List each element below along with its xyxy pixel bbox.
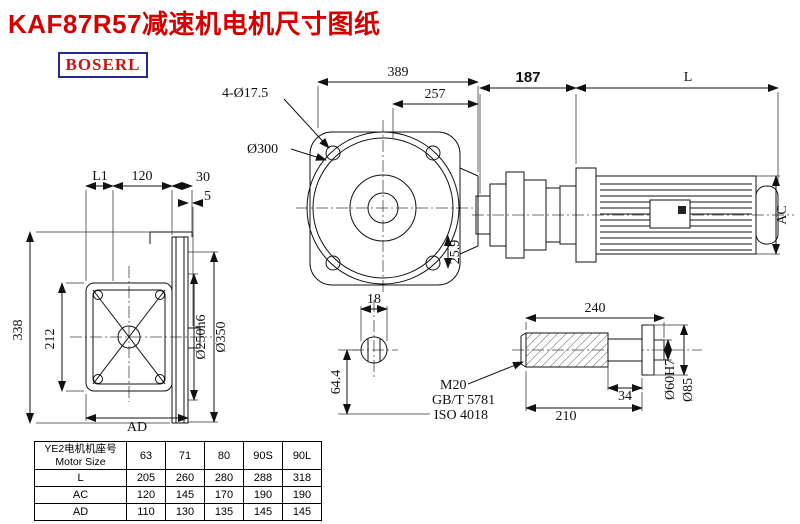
dim-212: 212: [43, 329, 58, 350]
frame-size-63: 63: [126, 440, 166, 471]
table-cell: 130: [165, 503, 205, 522]
shaft-detail-dimensions: 240 34 210 M20 GB/T 5781 ISO 4018 Ø60H7 …: [432, 301, 696, 424]
dim-flange-dia-300: Ø300: [247, 142, 278, 157]
frame-size-71: 71: [165, 440, 205, 471]
front-view: [296, 120, 479, 380]
table-cell: 318: [282, 469, 322, 488]
dim-bolt-holes: 4-Ø17.5: [222, 86, 268, 101]
row-label-AD: AD: [34, 503, 127, 522]
motor-view: [472, 167, 794, 263]
frame-size-90L: 90L: [282, 440, 322, 471]
dim-257: 257: [425, 87, 446, 102]
brand-logo: BOSERL: [58, 52, 148, 78]
motor-view-dimensions: 187 L AC: [479, 69, 790, 255]
label-std-gbt: GB/T 5781: [432, 393, 495, 408]
row-label-AC: AC: [34, 486, 127, 505]
row-label-L: L: [34, 469, 127, 488]
dim-L: L: [684, 70, 693, 85]
table-cell: 145: [282, 503, 322, 522]
table-row-AC: AC 120 145 170 190 190: [34, 486, 322, 505]
dim-210: 210: [556, 409, 577, 424]
table-cell: 205: [126, 469, 166, 488]
table-row-L: L 205 260 280 288 318: [34, 469, 322, 488]
page-title: KAF87R57减速机电机尺寸图纸: [8, 9, 381, 39]
dim-389: 389: [388, 65, 409, 80]
label-std-iso: ISO 4018: [434, 408, 488, 423]
dim-18: 18: [367, 292, 381, 307]
dim-5: 5: [204, 189, 211, 204]
dim-AD: AD: [127, 420, 147, 435]
side-view: [70, 231, 212, 424]
table-cell: 280: [204, 469, 244, 488]
dim-338: 338: [11, 320, 26, 341]
table-header-row: YE2电机机座号 Motor Size 63 71 80 90S 90L: [34, 440, 322, 471]
dim-AC: AC: [775, 205, 790, 224]
dim-L1: L1: [92, 169, 108, 184]
dim-outer-dia: Ø350: [214, 321, 229, 352]
table-row-AD: AD 110 130 135 145 145: [34, 503, 322, 522]
motor-size-label-en: Motor Size: [55, 455, 106, 468]
table-cell: 145: [243, 503, 283, 522]
dim-240: 240: [585, 301, 606, 316]
dim-34: 34: [618, 389, 632, 404]
dim-120: 120: [132, 169, 153, 184]
side-view-dimensions: L1 120 30 5 338 212 AD Ø250h6 Ø350: [11, 169, 229, 435]
dim-187: 187: [515, 69, 540, 86]
table-cell: 288: [243, 469, 283, 488]
dim-64-4: 64.4: [329, 370, 344, 395]
table-cell: 110: [126, 503, 166, 522]
table-cell: 170: [204, 486, 244, 505]
frame-size-80: 80: [204, 440, 244, 471]
table-cell: 120: [126, 486, 166, 505]
dim-d60: Ø60H7: [663, 359, 678, 400]
dim-d85: Ø85: [681, 378, 696, 402]
motor-size-header-cell: YE2电机机座号 Motor Size: [34, 440, 127, 471]
label-thread-M20: M20: [440, 378, 466, 393]
table-cell: 190: [243, 486, 283, 505]
dim-flange-dia: Ø250h6: [194, 314, 209, 359]
frame-size-90S: 90S: [243, 440, 283, 471]
table-cell: 135: [204, 503, 244, 522]
shaft-detail-view: [512, 324, 702, 376]
table-cell: 190: [282, 486, 322, 505]
motor-size-label-cn: YE2电机机座号: [44, 443, 117, 455]
table-cell: 260: [165, 469, 205, 488]
front-view-dimensions: 389 4-Ø17.5 257 Ø300 25.9 18 64.4: [222, 65, 479, 415]
table-cell: 145: [165, 486, 205, 505]
motor-size-table: YE2电机机座号 Motor Size 63 71 80 90S 90L L 2…: [34, 440, 322, 522]
dim-30: 30: [196, 170, 210, 185]
dim-25-9: 25.9: [448, 240, 463, 265]
